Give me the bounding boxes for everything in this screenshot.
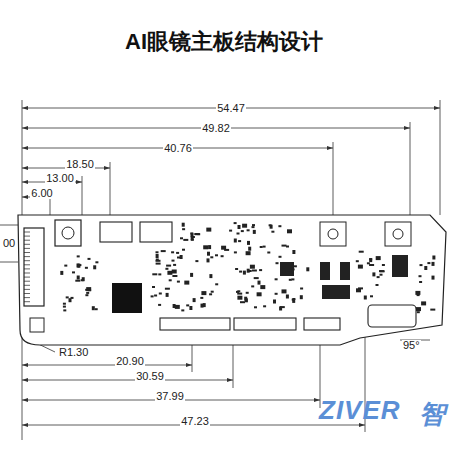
- radius-dimension: R1.30: [58, 347, 89, 358]
- watermark: ZIVER: [318, 397, 402, 423]
- dimension: 49.82: [201, 123, 231, 134]
- dimension: 37.99: [155, 391, 185, 402]
- dimension: 00: [2, 238, 16, 249]
- angle-dimension: 95°: [402, 340, 421, 351]
- dimension: 6.00: [30, 188, 53, 199]
- dimension: 13.00: [45, 173, 75, 184]
- dimension: 40.76: [163, 143, 193, 154]
- watermark: 智: [418, 401, 447, 427]
- dimension: 47.23: [180, 416, 210, 427]
- dimension: 20.90: [115, 356, 145, 367]
- dimension: 18.50: [65, 159, 95, 170]
- dimension: 54.47: [216, 103, 246, 114]
- dimension: 30.59: [135, 371, 165, 382]
- title: AI眼镜主板结构设计: [124, 31, 324, 53]
